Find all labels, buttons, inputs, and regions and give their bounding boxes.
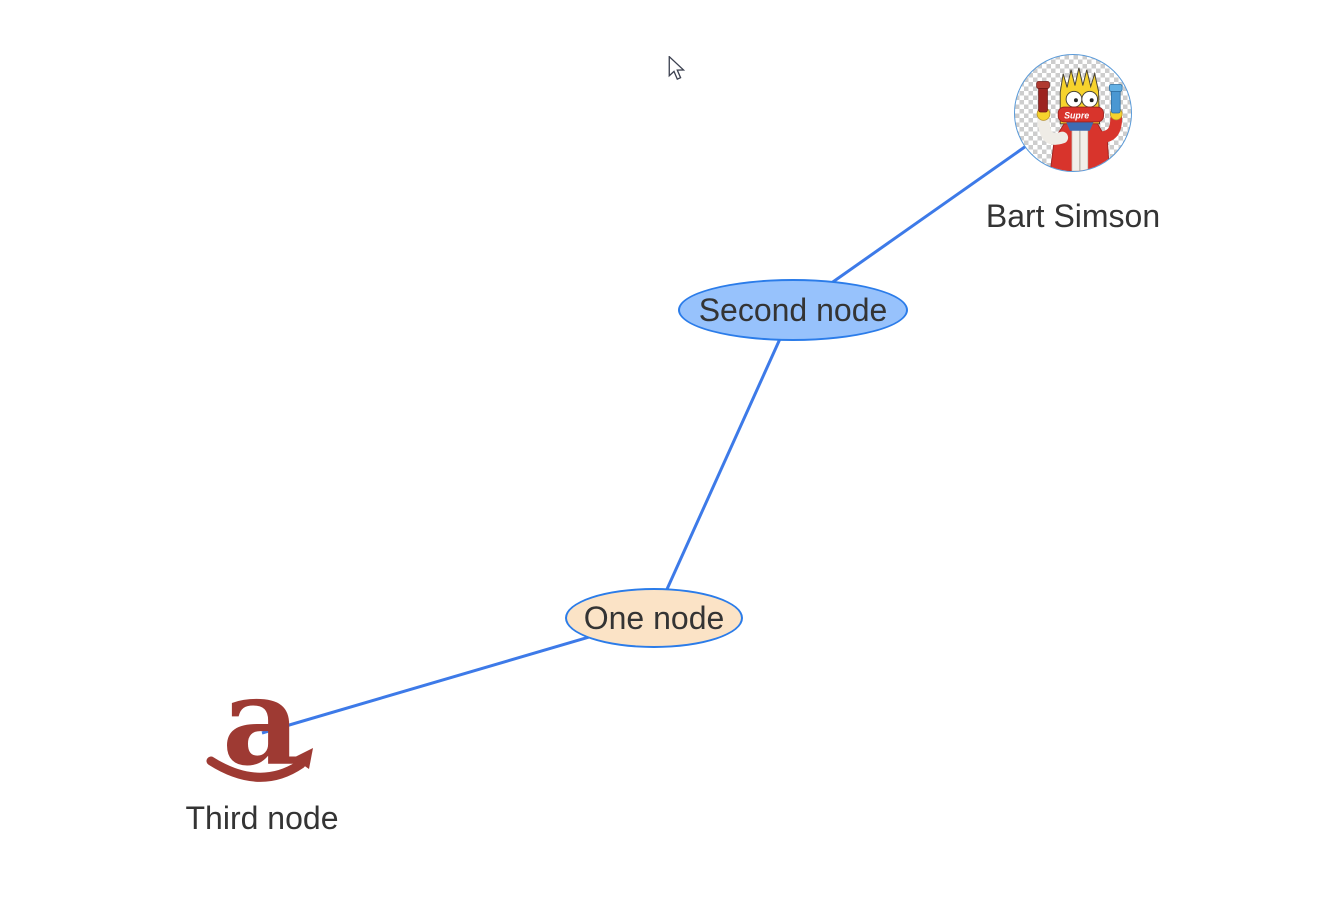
amazon-logo-icon: a — [206, 649, 313, 793]
second-node-ellipse[interactable]: Second node — [678, 279, 908, 341]
node-label-second: Second node — [698, 291, 888, 328]
one-node-ellipse[interactable]: One node — [565, 588, 743, 648]
blue-gun-slide — [1108, 84, 1123, 92]
edge-second-one[interactable] — [652, 309, 795, 619]
amazon-smile-arrow — [293, 748, 313, 769]
node-label-third: Third node — [185, 800, 339, 836]
node-label-bart: Bart Simson — [985, 198, 1161, 234]
amazon-smile — [206, 756, 306, 782]
bart-left-arm — [1037, 113, 1069, 145]
bart-pupil-right — [1089, 98, 1094, 103]
amazon-logo-image[interactable]: a — [206, 649, 318, 793]
node-label-one: One node — [583, 599, 725, 636]
bart-eye-left — [1065, 90, 1083, 108]
bart-collar — [1066, 121, 1094, 131]
cursor-arrow-icon — [668, 56, 685, 81]
bart-eye-right — [1081, 90, 1099, 108]
bart-pupil-left — [1073, 98, 1078, 103]
bart-right-arm — [1091, 112, 1123, 144]
bart-simpson-illustration: Supre — [1036, 67, 1123, 171]
bart-mask-text: Supre — [1064, 110, 1089, 120]
bart-supreme-mask — [1057, 106, 1104, 123]
bart-avatar-image[interactable]: Supre — [1014, 54, 1132, 172]
red-gun-slide — [1036, 81, 1050, 89]
